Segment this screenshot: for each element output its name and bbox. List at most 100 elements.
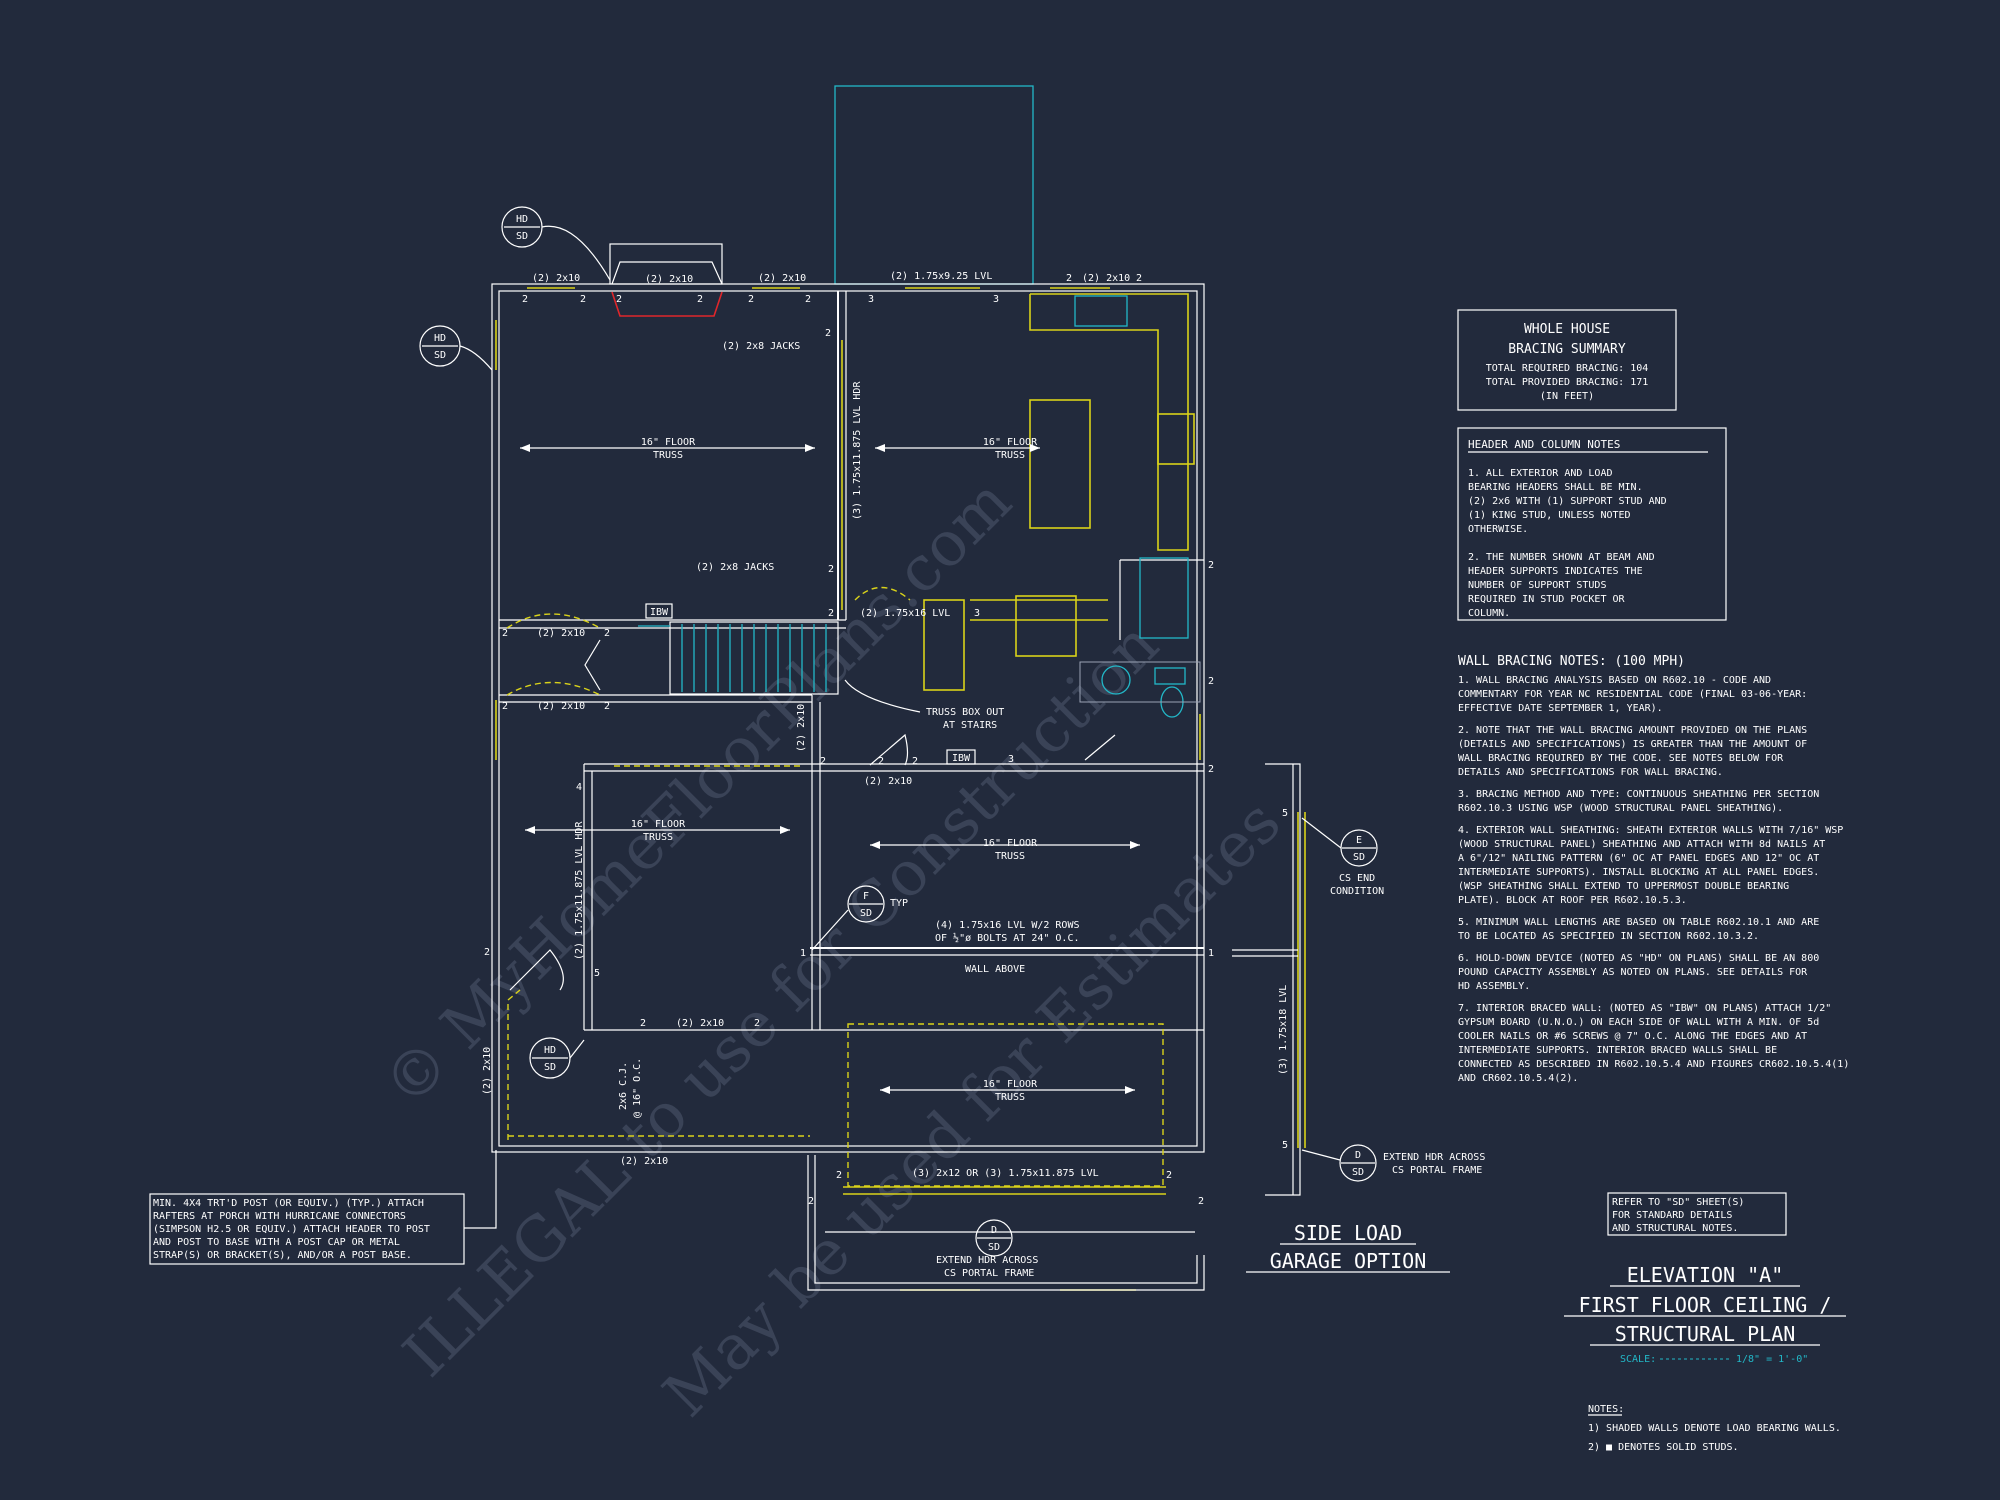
refer-note-line: REFER TO "SD" SHEET(S) [1612, 1197, 1744, 1208]
wall-bracing-line: 4. EXTERIOR WALL SHEATHING: SHEATH EXTER… [1458, 825, 1843, 836]
jacks-label: (2) 2x8 JACKS [696, 562, 774, 573]
post-note-line: MIN. 4X4 TRT'D POST (OR EQUIV.) (TYP.) A… [153, 1198, 424, 1209]
side-load-garage [1232, 763, 1301, 1196]
refer-note: REFER TO "SD" SHEET(S) FOR STANDARD DETA… [1607, 1192, 1787, 1236]
vertical-header-label: (3) 1.75x11.875 LVL HDR [852, 381, 863, 520]
stud-count: 2 [522, 294, 528, 305]
stud-count: 2 [820, 756, 826, 767]
wall-bracing-line: 1. WALL BRACING ANALYSIS BASED ON R602.1… [1458, 675, 1771, 686]
stud-count: 2 [484, 947, 490, 958]
bracing-summary-title: BRACING SUMMARY [1508, 342, 1626, 357]
stud-count: 2 [878, 756, 884, 767]
doors [506, 586, 1116, 991]
hd-label: HD [516, 214, 528, 225]
stud-count: 2 [808, 1196, 814, 1207]
notes-line: 1) SHADED WALLS DENOTE LOAD BEARING WALL… [1588, 1423, 1841, 1434]
post-note-line: AND POST TO BASE WITH A POST CAP OR META… [153, 1237, 400, 1248]
d-label: D [1355, 1150, 1361, 1161]
wall-bracing-line: 6. HOLD-DOWN DEVICE (NOTED AS "HD" ON PL… [1458, 953, 1819, 964]
wall-bracing-line: (WSP SHEATHING SHALL EXTEND TO UPPERMOST… [1458, 881, 1789, 892]
rear-porch-outline [834, 85, 1034, 285]
header-label: (2) 2x10 [537, 628, 585, 639]
header-note-line: (1) KING STUD, UNLESS NOTED [1468, 510, 1631, 521]
stud-count: 2 [805, 294, 811, 305]
truss-label: TRUSS [653, 450, 683, 461]
floor-truss-label: 16" FLOOR [641, 437, 696, 448]
hd-label: HD [544, 1045, 556, 1056]
wall-bracing-line: A 6"/12" NAILING PATTERN (6" OC AT PANEL… [1458, 853, 1819, 864]
bracing-required: TOTAL REQUIRED BRACING: 104 [1486, 363, 1649, 374]
stud-count: 2 [1208, 764, 1214, 775]
stud-count: 2 [748, 294, 754, 305]
header-note-line: (2) 2x6 WITH (1) SUPPORT STUD AND [1468, 496, 1667, 507]
header-column-notes: HEADER AND COLUMN NOTES 1. ALL EXTERIOR … [1457, 427, 1727, 621]
truss-label: TRUSS [643, 832, 673, 843]
vertical-header-label: (2) 2x10 [482, 1047, 493, 1095]
stud-count: 1 [800, 948, 806, 959]
sheet-title-line: STRUCTURAL PLAN [1615, 1322, 1796, 1346]
side-load-title: SIDE LOAD GARAGE OPTION [1246, 1221, 1450, 1273]
interior-walls [499, 291, 1204, 1031]
stud-count: 1 [1208, 948, 1214, 959]
vertical-header-label: (2) 1.75x11.875 LVL HDR [574, 821, 585, 960]
notes-line: 2) ■ DENOTES SOLID STUDS. [1588, 1442, 1739, 1453]
floor-truss-label: 16" FLOOR [631, 819, 686, 830]
truss-box-label: AT STAIRS [943, 720, 997, 731]
notes: NOTES: 1) SHADED WALLS DENOTE LOAD BEARI… [1588, 1404, 1841, 1453]
refer-note-line: AND STRUCTURAL NOTES. [1612, 1223, 1738, 1234]
wall-bracing-line: 2. NOTE THAT THE WALL BRACING AMOUNT PRO… [1458, 725, 1807, 736]
hd-label: HD [434, 333, 446, 344]
stud-count: 2 [697, 294, 703, 305]
stud-count: 2 [1066, 273, 1072, 284]
truss-label: TRUSS [995, 851, 1025, 862]
wall-bracing-line: (WOOD STRUCTURAL PANEL) SHEATHING AND AT… [1458, 839, 1825, 850]
header-note-line: BEARING HEADERS SHALL BE MIN. [1468, 482, 1643, 493]
header-label: (2) 2x10 [532, 273, 580, 284]
wall-bracing-line: INTERMEDIATE SUPPORTS). INSTALL BLOCKING… [1458, 867, 1819, 878]
extend-header-label: CS PORTAL FRAME [1392, 1165, 1482, 1176]
stud-count: 5 [1282, 808, 1288, 819]
wall-above-label: WALL ABOVE [965, 964, 1025, 975]
f-label: F [863, 891, 869, 902]
post-note: MIN. 4X4 TRT'D POST (OR EQUIV.) (TYP.) A… [149, 1150, 497, 1265]
wall-bracing-line: PLATE). BLOCK AT ROOF PER R602.10.5.3. [1458, 895, 1687, 906]
wall-bracing-line: TO BE LOCATED AS SPECIFIED IN SECTION R6… [1458, 931, 1759, 942]
extend-header-label: EXTEND HDR ACROSS [936, 1255, 1038, 1266]
sd-label: SD [434, 350, 446, 361]
sd-label: SD [1353, 852, 1365, 863]
stud-count: 3 [1008, 754, 1014, 765]
header-notes-title: HEADER AND COLUMN NOTES [1468, 438, 1620, 451]
stud-count: 2 [1208, 560, 1214, 571]
wall-bracing-line: DETAILS AND SPECIFICATIONS FOR WALL BRAC… [1458, 767, 1723, 778]
refer-note-line: FOR STANDARD DETAILS [1612, 1210, 1732, 1221]
ibw-label: IBW [650, 607, 669, 618]
typ-label: TYP [890, 898, 908, 909]
side-load-line: SIDE LOAD [1294, 1221, 1402, 1245]
stud-count: 2 [1166, 1170, 1172, 1181]
post-note-line: RAFTERS AT PORCH WITH HURRICANE CONNECTO… [153, 1211, 406, 1222]
plan-labels: (2) 2x10 (2) 2x10 (2) 2x10 (2) 1.75x9.25… [482, 271, 1485, 1279]
wall-bracing-line: AND CR602.10.5.4(2). [1458, 1073, 1578, 1084]
header-label: (2) 2x10 [620, 1156, 668, 1167]
extend-header-label: EXTEND HDR ACROSS [1383, 1152, 1485, 1163]
bracing-units: (IN FEET) [1540, 391, 1594, 402]
wall-bracing-line: WALL BRACING REQUIRED BY THE CODE. SEE N… [1458, 753, 1784, 764]
bracing-provided: TOTAL PROVIDED BRACING: 171 [1486, 377, 1649, 388]
bracing-summary: WHOLE HOUSE BRACING SUMMARY TOTAL REQUIR… [1457, 309, 1677, 411]
wall-bracing-line: 3. BRACING METHOD AND TYPE: CONTINUOUS S… [1458, 789, 1819, 800]
sd-label: SD [988, 1242, 1000, 1253]
sd-label: SD [1352, 1167, 1364, 1178]
header-label: (2) 2x10 [1082, 273, 1130, 284]
header-note-line: OTHERWISE. [1468, 524, 1528, 535]
stud-count: 3 [868, 294, 874, 305]
lvl-rows-label: OF ½"ø BOLTS AT 24" O.C. [935, 932, 1080, 944]
sheet-title: ELEVATION "A" FIRST FLOOR CEILING / STRU… [1564, 1263, 1846, 1365]
header-label: (2) 2x10 [758, 273, 806, 284]
stud-count: 2 [1198, 1196, 1204, 1207]
extend-header-label: CS PORTAL FRAME [944, 1268, 1034, 1279]
wall-bracing-line: R602.10.3 USING WSP (WOOD STRUCTURAL PAN… [1458, 803, 1783, 814]
fireplace [609, 243, 723, 317]
garage-header-label: (3) 2x12 OR (3) 1.75x11.875 LVL [912, 1168, 1099, 1179]
cs-end-label: CS END [1339, 873, 1375, 884]
wall-bracing-lines: 1. WALL BRACING ANALYSIS BASED ON R602.1… [1458, 675, 1849, 1084]
